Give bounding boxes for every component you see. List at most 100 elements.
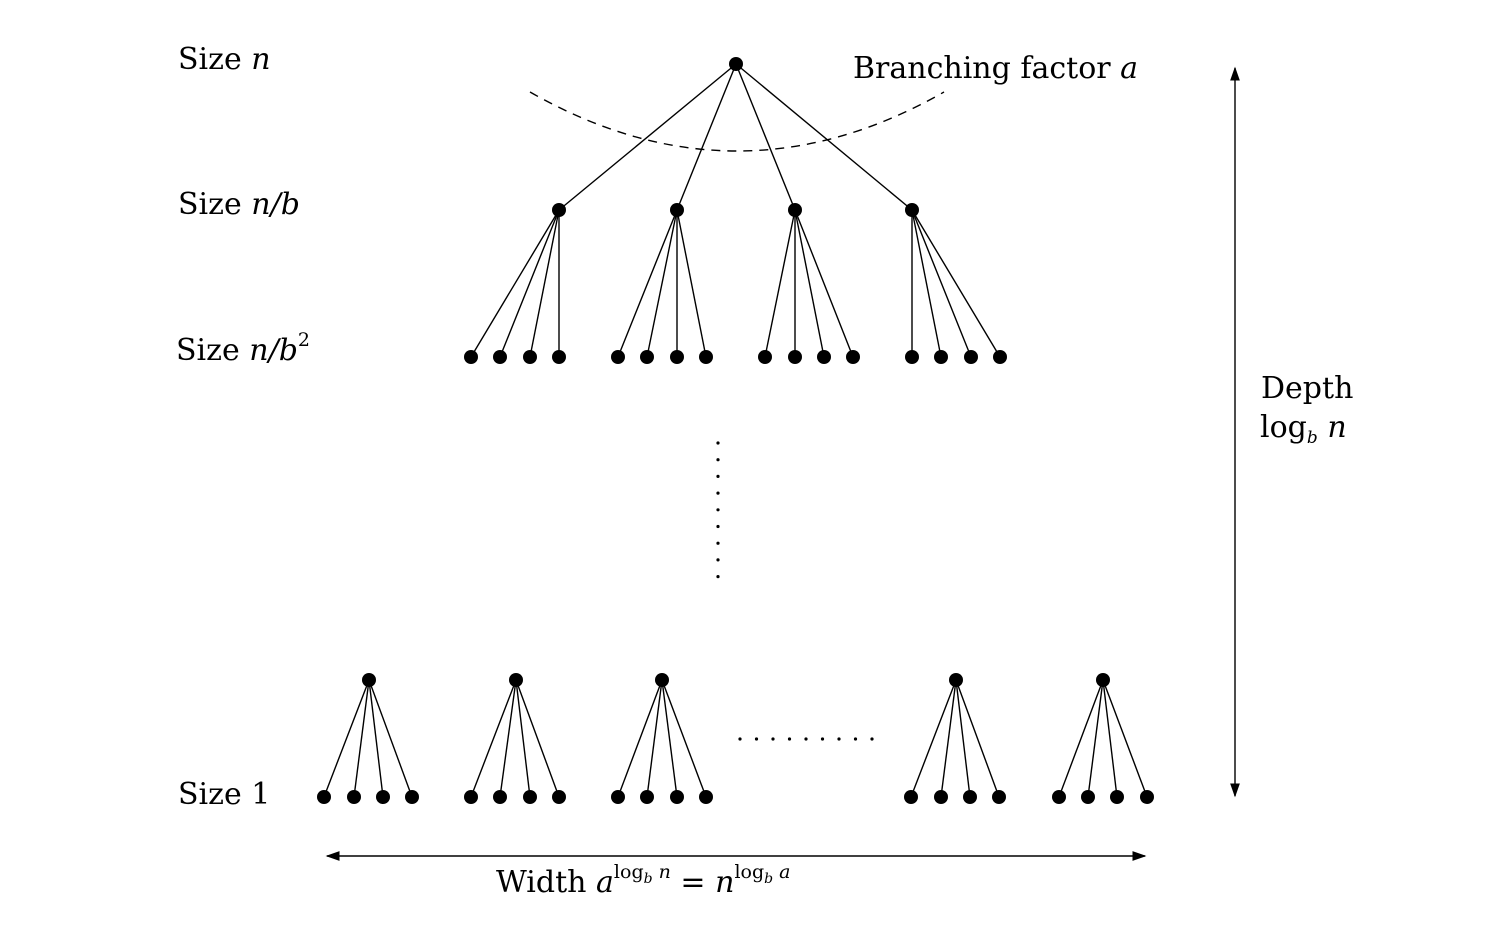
branching-var: a [1120,51,1139,86]
level2-node [817,350,831,364]
leaf-node [934,790,948,804]
tree-edges [323,63,1148,798]
leaf-node [992,790,1006,804]
bottom-subtree-node [949,673,963,687]
leaf-node [699,790,713,804]
level2-node [493,350,507,364]
tree-edge [1102,679,1148,798]
tree-edge [617,209,678,358]
ellipsis-dot [804,737,808,741]
tree-edge [661,679,678,798]
leaf-node [317,790,331,804]
label-depth-formula: logb n [1260,413,1347,447]
tree-edge [911,209,972,358]
depth-log-base: b [1306,428,1318,448]
width-rhs-log: log [734,861,765,883]
label-size-word: Size [178,42,242,77]
width-rhs-base: n [715,865,735,900]
label-size-var: n/b [251,187,300,222]
tree-edge [911,209,1001,358]
ellipsis-dot [716,441,720,445]
tree-edge [1058,679,1104,798]
leaf-node [1110,790,1124,804]
width-equals: = [680,865,706,900]
tree-edge [515,679,531,798]
leaf-node [640,790,654,804]
label-depth: Depth [1261,374,1353,404]
ellipsis-dot [716,474,720,478]
tree-edge [676,209,707,358]
level2-node [934,350,948,364]
level2-node [552,350,566,364]
label-branching-factor: Branching factor a [853,54,1138,84]
ellipsis-dot [716,541,720,545]
branching-word: Branching factor [853,51,1111,86]
ellipsis-dot [716,524,720,529]
ellipsis-dot [837,737,841,741]
level2-node [670,350,684,364]
leaf-node [347,790,361,804]
tree-edge [368,679,384,798]
width-word: Width [496,865,587,900]
tree-edge [617,679,663,798]
level1-node [905,203,919,217]
level2-node [699,350,713,364]
ellipsis-dot [771,737,775,741]
level2-node [905,350,919,364]
tree-edge [794,209,825,358]
leaf-node [1140,790,1154,804]
leaf-node [464,790,478,804]
ellipsis-dot [716,575,720,579]
width-exp-var: n [658,861,671,883]
width-exp-base: b [643,870,653,887]
label-size-var: n/b [249,333,298,368]
tree-edge [911,209,942,358]
label-size-n: Size n [178,45,271,75]
label-size-word: Size [176,333,240,368]
bottom-subtree-node [655,673,669,687]
tree-edge [764,209,796,358]
bottom-subtree-node [362,673,376,687]
width-base: a [596,865,614,900]
tree-edge [940,679,957,798]
width-exp-log: log [613,861,644,883]
level1-node [552,203,566,217]
level2-node [758,350,772,364]
label-size-n-over-b: Size n/b [178,190,300,220]
leaf-node [904,790,918,804]
level2-node [993,350,1007,364]
label-size-var: 1 [251,777,271,812]
level2-node [964,350,978,364]
level2-node [846,350,860,364]
label-size-1: Size 1 [178,780,270,810]
tree-edge [368,679,413,798]
tree-edge [323,679,370,798]
tree-edge [676,63,737,211]
level2-node [464,350,478,364]
label-size-word: Size [178,187,242,222]
tree-edge [735,63,913,211]
leaf-node [1052,790,1066,804]
leaf-node [493,790,507,804]
tree-edge [558,63,737,211]
width-rhs-log-base: b [764,870,774,887]
leaf-node [523,790,537,804]
tree-edge [646,209,678,358]
tree-edge [646,679,663,798]
ellipsis-dot [754,737,759,741]
ellipsis-dot [820,737,825,741]
bottom-subtree-node [1096,673,1110,687]
ellipsis-dot [716,508,720,512]
width-rhs-var: a [779,861,791,883]
bottom-subtree-node [509,673,523,687]
ellipsis-dot [716,491,720,495]
label-size-exponent: 2 [297,329,310,351]
tree-edge [1087,679,1104,798]
level2-node [640,350,654,364]
label-size-var: n [251,42,271,77]
tree-edge [353,679,370,798]
tree-nodes [317,57,1154,804]
tree-edge [499,679,517,798]
label-size-n-over-b-squared: Size n/b2 [176,331,310,368]
